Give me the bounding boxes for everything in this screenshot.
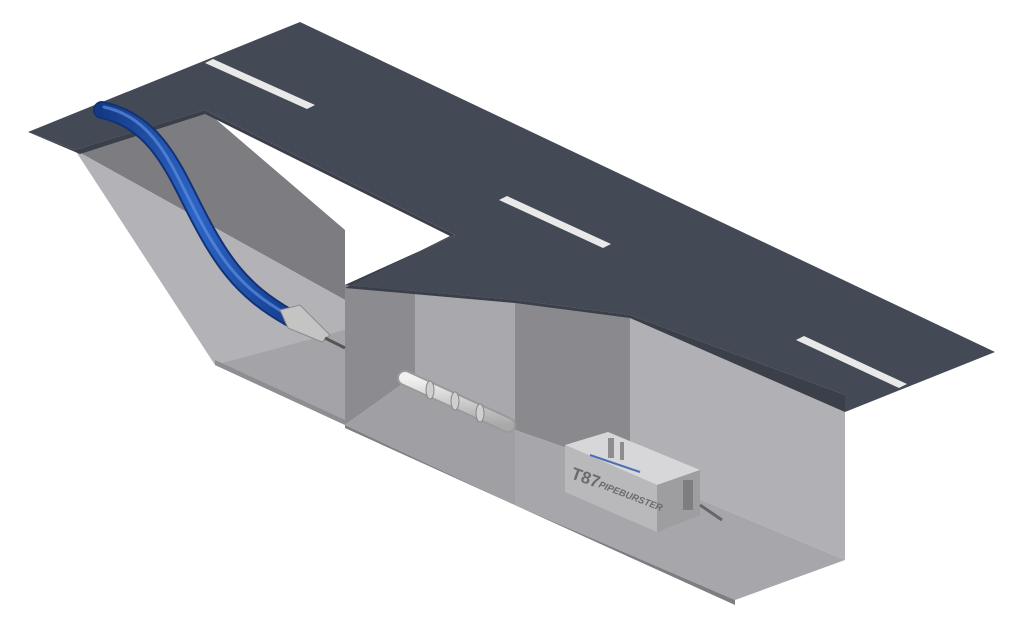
lane-marking-2 [499, 196, 611, 248]
road-slab [28, 22, 995, 412]
lower-front-face [345, 425, 735, 605]
lane-marking-3 [796, 336, 907, 388]
middle-chamber-back-wall [345, 265, 415, 425]
host-pipe [397, 370, 516, 433]
road-slab-edge [28, 110, 845, 412]
machine-front [565, 445, 657, 532]
road-surface [28, 22, 995, 412]
pipeburster-machine: T87 PIPEBURSTER [565, 432, 723, 532]
bursting-head [279, 304, 346, 350]
trench-front-faces [215, 360, 735, 605]
entry-pit-floor [215, 330, 345, 425]
entry-front-face [215, 360, 345, 425]
lane-marking-1 [205, 59, 315, 109]
entry-pit-back-wall [75, 110, 345, 300]
lane-markings [205, 59, 907, 388]
machine-pit-back-wall [515, 300, 630, 470]
new-hdpe-pipe [93, 101, 299, 327]
machine-top [565, 432, 700, 485]
